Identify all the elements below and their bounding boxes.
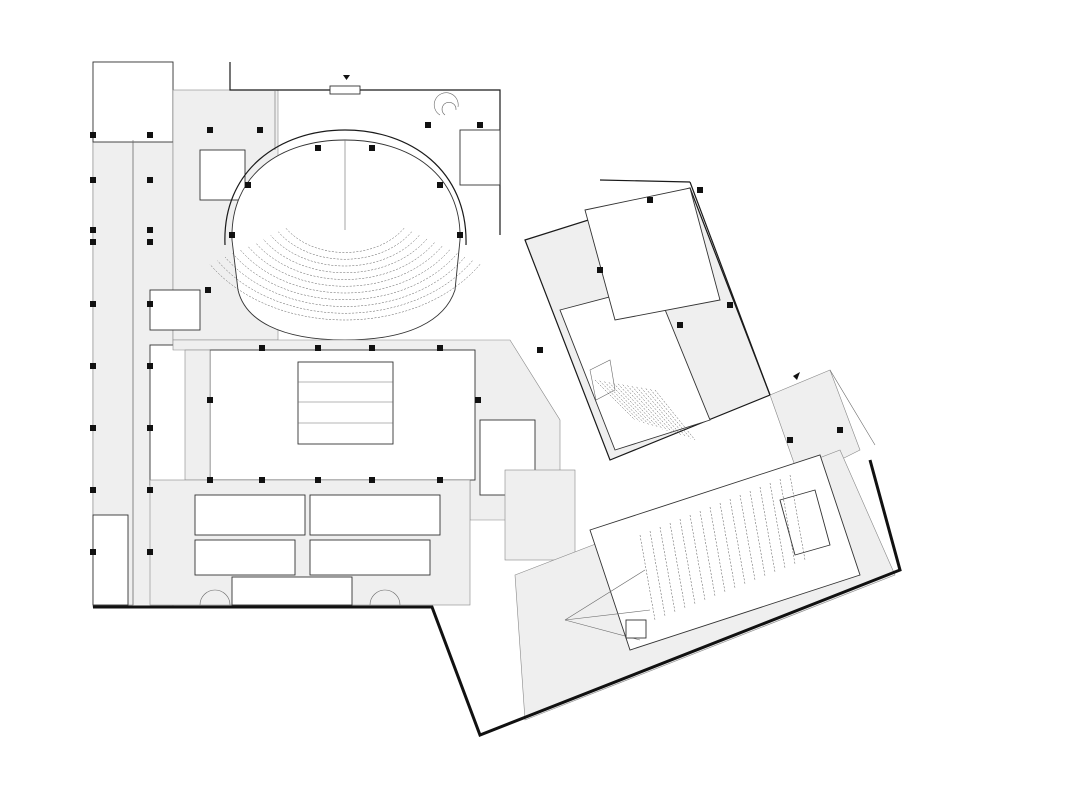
structural-columns	[90, 122, 843, 555]
building-outline	[93, 179, 902, 737]
main-theater-seating	[209, 227, 481, 321]
central-lobby	[172, 339, 576, 561]
south-wing	[149, 479, 471, 606]
east-hall	[524, 187, 771, 461]
north-block	[229, 62, 501, 235]
south-hall	[514, 449, 896, 721]
east-hall-seating	[594, 379, 696, 441]
west-wing	[92, 61, 279, 608]
south-hall-seating	[639, 474, 806, 621]
main-theater	[209, 129, 481, 341]
